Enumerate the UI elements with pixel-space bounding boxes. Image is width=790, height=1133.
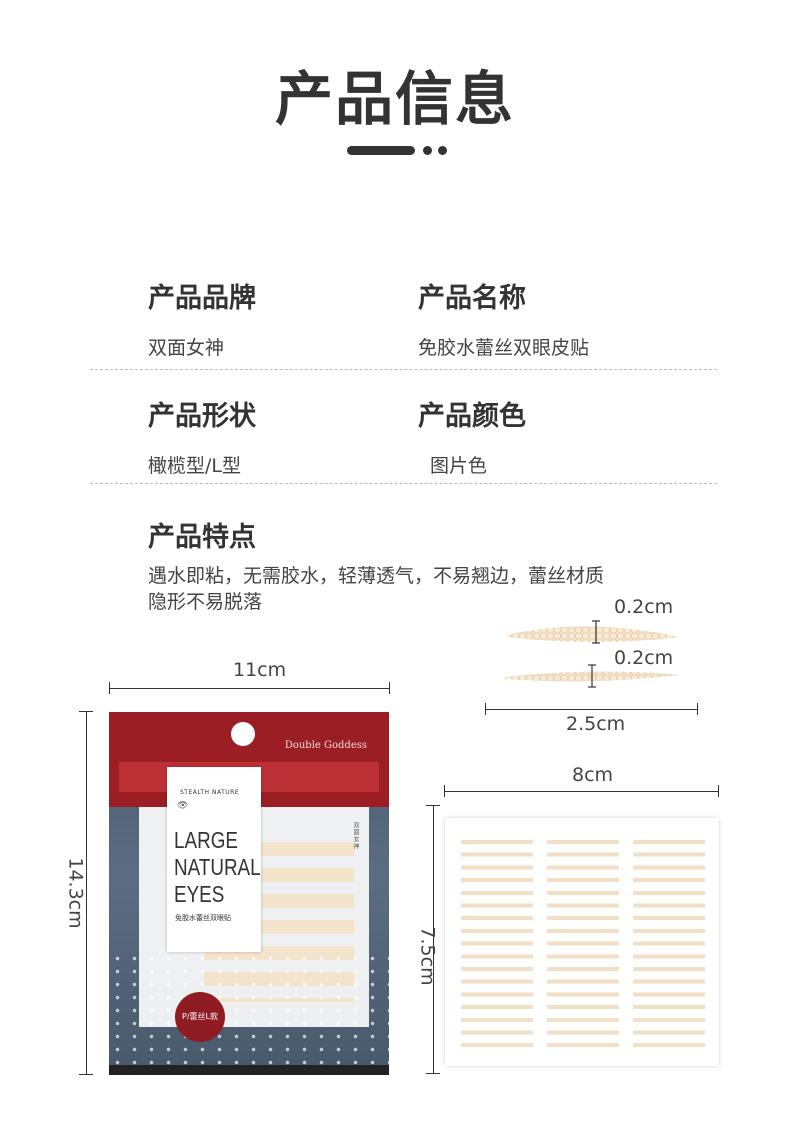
package-label-card: STEALTH NATURE 👁 LARGE NATURAL EYES 免胶水蕾… [167, 767, 261, 952]
divider [90, 483, 717, 484]
dimension-tick [718, 785, 719, 797]
brand-label: 产品品牌 [148, 283, 256, 314]
dimension-tick [426, 805, 440, 806]
lace-strip-illustration [505, 620, 680, 688]
dimension-tick [426, 1073, 440, 1074]
hang-hole [231, 722, 255, 746]
sheet-width-label: 8cm [572, 764, 614, 786]
features-line: 隐形不易脱落 [148, 591, 263, 613]
divider [90, 369, 717, 370]
dimension-tick [444, 785, 445, 797]
package-width-label: 11cm [233, 659, 287, 681]
package-height-label: 14.3cm [64, 857, 87, 929]
strip-length-line [486, 709, 698, 710]
package-brand: Double Goddess [284, 740, 367, 751]
package-bottom-edge [109, 1065, 389, 1075]
sheet-height-label: 7.5cm [416, 926, 439, 986]
page-title: 产品信息 [274, 65, 515, 133]
package-stealth-text: STEALTH NATURE [180, 789, 240, 796]
shape-value: 橄榄型/L型 [148, 455, 241, 477]
name-label: 产品名称 [418, 283, 526, 314]
brand-value: 双面女神 [148, 337, 225, 359]
strip-width-label: 0.2cm [614, 647, 674, 669]
shape-field: 产品形状 橄榄型/L型 [148, 394, 256, 478]
shape-label: 产品形状 [148, 401, 256, 432]
package-badge: P/蕾丝L款 [175, 992, 225, 1042]
dimension-tick [697, 703, 698, 715]
brand-field: 产品品牌 双面女神 [148, 276, 256, 360]
package-width-line [110, 688, 390, 689]
color-field: 产品颜色 图片色 [418, 394, 526, 478]
dimension-tick [109, 682, 110, 694]
decoration-dot [423, 146, 432, 155]
dimension-tick [79, 1074, 93, 1075]
name-field: 产品名称 免胶水蕾丝双眼皮贴 [418, 276, 589, 360]
package-headline: LARGE NATURAL EYES [174, 827, 261, 907]
decoration-dot [438, 146, 447, 155]
package-height-line [86, 712, 87, 1075]
lace-strip-olive-pattern [507, 626, 680, 642]
name-value: 免胶水蕾丝双眼皮贴 [418, 337, 590, 359]
sticker-sheet-image [445, 818, 719, 1066]
features-label: 产品特点 [148, 522, 256, 553]
features-line: 遇水即粘，无需胶水，轻薄透气，不易翘边，蕾丝材质 [148, 565, 605, 587]
color-value: 图片色 [430, 455, 488, 477]
eye-icon: 👁 [177, 801, 189, 811]
package-cn-label: 免胶水蕾丝双眼贴 [175, 914, 231, 922]
features-description: 遇水即粘，无需胶水，轻薄透气，不易翘边，蕾丝材质 隐形不易脱落 [148, 563, 688, 615]
sheet-height-line [433, 806, 434, 1074]
dimension-tick [485, 703, 486, 715]
decoration-bar [347, 146, 415, 155]
strip-width-label: 0.2cm [614, 596, 674, 618]
package-side-text: 双面女神 [352, 822, 359, 850]
color-label: 产品颜色 [418, 401, 526, 432]
strip-length-label: 2.5cm [566, 713, 626, 735]
sheet-width-line [445, 791, 719, 792]
features-field: 产品特点 [148, 515, 256, 554]
dimension-tick [79, 711, 93, 712]
dimension-tick [389, 682, 390, 694]
package-dot-pattern [109, 952, 389, 1072]
sheet-lace-strips [461, 840, 705, 1048]
product-package-image: Double Goddess 双面女神 STEALTH NATURE 👁 LAR… [109, 712, 389, 1075]
